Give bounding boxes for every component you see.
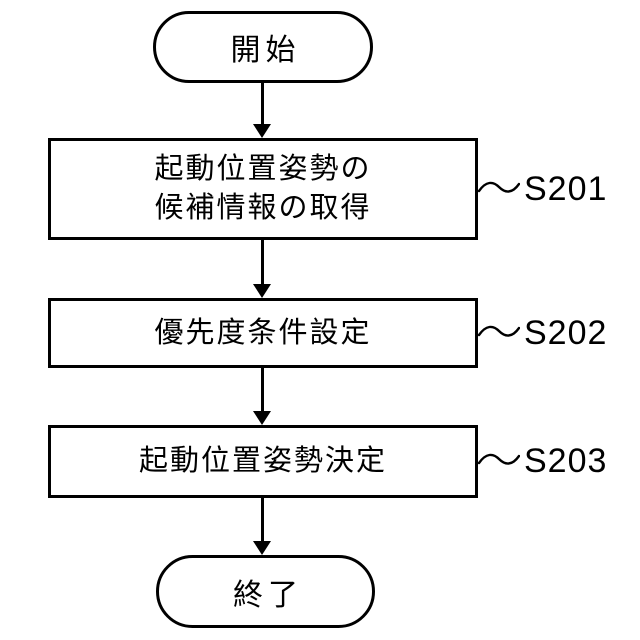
process-box-s202-label: 優先度条件設定 [154, 316, 372, 349]
start-terminal: 開始 [153, 11, 373, 83]
arrow-head-icon [253, 541, 271, 555]
process-box-s203: 起動位置姿勢決定 [48, 425, 478, 498]
process-box-s201-label: 起動位置姿勢の 候補情報の取得 [154, 153, 372, 224]
tilde-connector-icon [478, 325, 520, 337]
step-tag-s201-label: S201 [524, 170, 608, 208]
end-terminal-label: 終了 [233, 578, 303, 612]
flow-arrow-s201-to-s202 [253, 240, 271, 298]
arrow-shaft [260, 498, 264, 543]
start-terminal-label: 開始 [230, 34, 301, 67]
step-tag-s201: S201 [478, 168, 607, 210]
flow-arrow-s203-to-end [253, 498, 271, 555]
arrow-shaft [260, 368, 264, 413]
process-box-s202: 優先度条件設定 [48, 298, 478, 368]
step-tag-s202: S202 [478, 312, 607, 354]
tilde-connector-icon [478, 181, 520, 193]
arrow-shaft [260, 240, 264, 286]
step-tag-s202-label: S202 [524, 314, 608, 352]
process-box-s201: 起動位置姿勢の 候補情報の取得 [48, 138, 478, 240]
flow-arrow-s202-to-s203 [253, 368, 271, 425]
arrow-head-icon [253, 284, 271, 298]
arrow-shaft [260, 83, 264, 126]
arrow-head-icon [253, 124, 271, 138]
arrow-head-icon [253, 411, 271, 425]
end-terminal: 終了 [156, 555, 375, 628]
step-tag-s203: S203 [478, 440, 607, 482]
flow-arrow-start-to-s201 [253, 83, 271, 138]
process-box-s203-label: 起動位置姿勢決定 [138, 445, 387, 477]
tilde-connector-icon [478, 453, 520, 465]
step-tag-s203-label: S203 [524, 442, 608, 480]
